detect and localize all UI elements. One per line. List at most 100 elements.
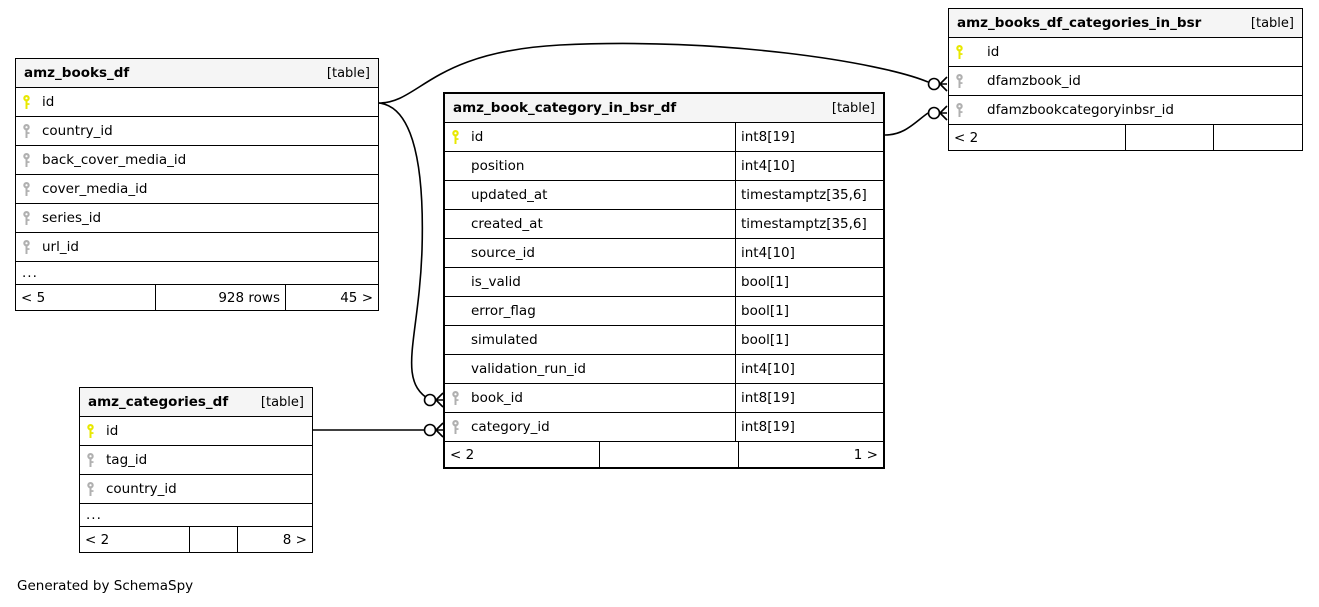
footer-prev-link[interactable]: < 5 xyxy=(16,285,156,310)
foreign-key-icon xyxy=(445,390,465,406)
column-row[interactable]: country_id xyxy=(16,117,378,146)
table-type-label: [table] xyxy=(1250,15,1294,31)
column-row[interactable]: source_id int4[10] xyxy=(445,239,883,268)
column-name: cover_media_id xyxy=(42,181,148,197)
column-name: position xyxy=(471,158,525,174)
table-type-label: [table] xyxy=(326,65,370,81)
foreign-key-icon xyxy=(949,102,969,118)
column-row[interactable]: id xyxy=(80,417,312,446)
column-type: timestamptz[35,6] xyxy=(735,210,883,238)
column-name: dfamzbook_id xyxy=(987,73,1081,89)
column-name: country_id xyxy=(42,123,113,139)
column-row[interactable]: category_id int8[19] xyxy=(445,413,883,442)
column-name: error_flag xyxy=(471,303,536,319)
more-columns-indicator: ... xyxy=(16,262,378,285)
column-row[interactable]: tag_id xyxy=(80,446,312,475)
table-title: amz_books_df xyxy=(24,65,130,81)
footer-row-count: 928 rows xyxy=(156,285,286,310)
primary-key-icon xyxy=(16,94,36,110)
foreign-key-icon xyxy=(80,481,100,497)
column-row[interactable]: id xyxy=(949,38,1302,67)
table-amz-books-df[interactable]: amz_books_df [table] id country_id back_… xyxy=(15,58,379,311)
table-amz-book-category-in-bsr-df[interactable]: amz_book_category_in_bsr_df [table] id i… xyxy=(443,92,885,469)
foreign-key-icon xyxy=(16,181,36,197)
table-amz-books-df-categories-in-bsr[interactable]: amz_books_df_categories_in_bsr [table] i… xyxy=(948,8,1303,151)
column-row[interactable]: simulated bool[1] xyxy=(445,326,883,355)
table-title: amz_books_df_categories_in_bsr xyxy=(957,15,1202,31)
foreign-key-icon xyxy=(16,239,36,255)
column-name: created_at xyxy=(471,216,543,232)
table-footer: < 2 xyxy=(949,125,1302,150)
column-row[interactable]: dfamzbookcategoryinbsr_id xyxy=(949,96,1302,125)
column-name: series_id xyxy=(42,210,102,226)
footer-next-link[interactable]: 1 > xyxy=(853,446,878,463)
foreign-key-icon xyxy=(80,452,100,468)
primary-key-icon xyxy=(445,129,465,145)
more-columns-indicator: ... xyxy=(80,504,312,527)
generator-note: Generated by SchemaSpy xyxy=(17,578,194,594)
column-name: simulated xyxy=(471,332,538,348)
table-header: amz_categories_df [table] xyxy=(80,388,312,417)
column-name: id xyxy=(42,94,55,110)
footer-next-link[interactable] xyxy=(1214,125,1302,150)
column-row[interactable]: country_id xyxy=(80,475,312,504)
footer-middle-cell xyxy=(600,442,739,467)
column-type: bool[1] xyxy=(735,326,883,354)
column-row[interactable]: book_id int8[19] xyxy=(445,384,883,413)
column-row[interactable]: position int4[10] xyxy=(445,152,883,181)
column-type: bool[1] xyxy=(735,297,883,325)
foreign-key-icon xyxy=(16,210,36,226)
table-amz-categories-df[interactable]: amz_categories_df [table] id tag_id coun… xyxy=(79,387,313,553)
footer-prev-link[interactable]: < 2 xyxy=(80,527,190,552)
column-type: int8[19] xyxy=(735,413,883,441)
column-row[interactable]: dfamzbook_id xyxy=(949,67,1302,96)
column-row[interactable]: is_valid bool[1] xyxy=(445,268,883,297)
column-name: validation_run_id xyxy=(471,361,586,377)
footer-next-link[interactable]: 45 > xyxy=(340,289,373,306)
table-header: amz_books_df [table] xyxy=(16,59,378,88)
column-type: int4[10] xyxy=(735,355,883,383)
table-footer: < 2 8 > xyxy=(80,527,312,552)
column-name: country_id xyxy=(106,481,177,497)
column-row[interactable]: back_cover_media_id xyxy=(16,146,378,175)
column-name: id xyxy=(471,129,484,145)
footer-prev-link[interactable]: < 2 xyxy=(445,442,600,467)
footer-prev-link[interactable]: < 2 xyxy=(949,125,1126,150)
column-row[interactable]: error_flag bool[1] xyxy=(445,297,883,326)
footer-middle-cell xyxy=(1126,125,1214,150)
column-row[interactable]: id xyxy=(16,88,378,117)
column-name: id xyxy=(106,423,119,439)
column-type: timestamptz[35,6] xyxy=(735,181,883,209)
table-type-label: [table] xyxy=(260,394,304,410)
column-row[interactable]: updated_at timestamptz[35,6] xyxy=(445,181,883,210)
column-name: updated_at xyxy=(471,187,548,203)
primary-key-icon xyxy=(949,44,969,60)
edge-books-to-bookid xyxy=(378,102,431,401)
footer-middle-cell xyxy=(190,527,238,552)
foreign-key-icon xyxy=(949,73,969,89)
column-name: url_id xyxy=(42,239,79,255)
column-row[interactable]: validation_run_id int4[10] xyxy=(445,355,883,384)
column-row[interactable]: id int8[19] xyxy=(445,123,883,152)
column-row[interactable]: series_id xyxy=(16,204,378,233)
foreign-key-icon xyxy=(445,419,465,435)
column-type: int8[19] xyxy=(735,384,883,412)
table-header: amz_book_category_in_bsr_df [table] xyxy=(445,94,883,123)
column-row[interactable]: created_at timestamptz[35,6] xyxy=(445,210,883,239)
table-title: amz_book_category_in_bsr_df xyxy=(453,100,677,116)
column-type: int8[19] xyxy=(735,123,883,151)
edge-bsrdf-to-categoriesinbsr xyxy=(884,112,929,136)
table-footer: < 2 1 > xyxy=(445,442,883,467)
footer-next-link[interactable]: 8 > xyxy=(282,531,307,548)
table-footer: < 5 928 rows 45 > xyxy=(16,285,378,310)
column-row[interactable]: url_id xyxy=(16,233,378,262)
column-row[interactable]: cover_media_id xyxy=(16,175,378,204)
column-name: book_id xyxy=(471,390,523,406)
column-name: back_cover_media_id xyxy=(42,152,187,168)
table-header: amz_books_df_categories_in_bsr [table] xyxy=(949,9,1302,38)
column-name: tag_id xyxy=(106,452,148,468)
table-title: amz_categories_df xyxy=(88,394,229,410)
foreign-key-icon xyxy=(16,152,36,168)
column-name: is_valid xyxy=(471,274,521,290)
